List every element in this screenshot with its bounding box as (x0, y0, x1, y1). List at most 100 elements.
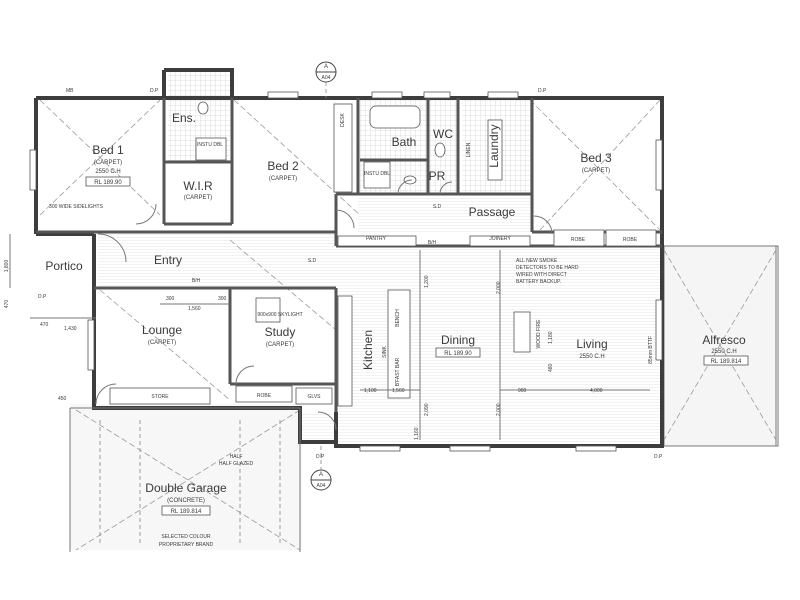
pantry-unit (337, 235, 417, 247)
dining-rl: RL 189.90 (444, 351, 472, 357)
smoke-note-2: DETECTORS TO BE HARD (516, 265, 579, 271)
room-laundry: Laundry (487, 124, 501, 167)
garage-colour: SELECTED COLOUR (161, 534, 211, 540)
half-glazed-label: HALF GLAZED (219, 461, 254, 467)
dim-1560b: 1,560 (392, 388, 405, 394)
skylight (255, 297, 281, 323)
room-lounge: Lounge (142, 323, 182, 337)
robe-label-1: ROBE (571, 237, 586, 243)
wc-toilet (434, 142, 446, 158)
ensuite-tile-top (168, 70, 230, 100)
bed1-ceiling: 2550 C.H (95, 169, 120, 175)
lounge-floor: (CARPET) (148, 340, 176, 346)
room-pr: PR (429, 169, 446, 183)
dimension-lines (9, 234, 650, 440)
dim-2000b: 2,000 (496, 403, 502, 416)
store-unit (109, 387, 211, 405)
study-robe (235, 385, 293, 403)
bath-inst: INSTU DBL (364, 171, 390, 177)
dim-1100: 1,100 (364, 388, 377, 394)
ensuite-shower (195, 137, 227, 161)
dim-1560: 1,560 (188, 306, 201, 312)
room-living: Living (576, 337, 607, 351)
wood-fire (513, 311, 531, 353)
bed1-floor: (CARPET) (94, 160, 122, 166)
dim-300a: 300 (166, 296, 175, 302)
bed2-floor: (CARPET) (269, 176, 297, 182)
smoke-note-3: WIRED WITH DIRECT (516, 272, 567, 278)
alfresco-rl: RL 189.814 (711, 359, 742, 365)
dim-4000: 4,000 (590, 388, 603, 394)
garage-rl: RL 189.814 (171, 509, 202, 515)
dp-1: D.P (150, 88, 159, 94)
study-floor: (CARPET) (266, 342, 294, 348)
bed1-rl-box (85, 176, 131, 187)
dim-1800: 1,800 (4, 260, 10, 273)
bath-shower (363, 161, 391, 189)
robe-2 (605, 229, 657, 247)
laundry-bench (487, 119, 503, 181)
living-ceiling: 2550 C.H (579, 354, 604, 360)
room-passage: Passage (469, 205, 516, 219)
bed3-floor: (CARPET) (582, 168, 610, 174)
wood-fire-label: WOOD FIRE (536, 319, 542, 349)
door-swings (95, 179, 553, 431)
smoke-note-1: ALL NEW SMOKE (516, 258, 558, 264)
bath-tub (369, 105, 421, 129)
bttf-label: 85mm BTTF (648, 336, 654, 364)
room-wc: WC (433, 127, 453, 141)
glvs-unit (295, 387, 333, 405)
dim-470b: 470 (40, 322, 49, 328)
smoke-note: ALL NEW SMOKE DETECTORS TO BE HARD WIRED… (516, 258, 579, 285)
fixtures (109, 101, 657, 407)
dp-4: D.P (316, 454, 325, 460)
bench-label: BENCH (395, 309, 401, 327)
pantry-label: PANTRY (366, 236, 386, 242)
dim-450: 450 (58, 396, 67, 402)
room-alfresco: Alfresco (702, 333, 746, 347)
passage-floor (358, 194, 534, 234)
garage-rl-box (161, 505, 211, 516)
meter-box: MB (66, 88, 74, 94)
passage-sd: S.D (433, 204, 442, 210)
dim-2000: 2,000 (496, 281, 502, 294)
ensuite-toilet (197, 101, 209, 115)
dim-470: 470 (4, 300, 10, 309)
dim-480: 480 (548, 363, 554, 372)
bh-label-2: B/H (428, 240, 437, 246)
dp-2: D.P (538, 88, 547, 94)
room-dining: Dining (441, 333, 475, 347)
sidelights-note: 300 WIDE SIDELIGHTS (49, 204, 104, 210)
room-bed3: Bed 3 (580, 151, 612, 165)
room-entry: Entry (154, 253, 182, 267)
glvs-label: GLVS (308, 394, 322, 400)
dim-1160: 1,160 (414, 427, 420, 440)
robe-label-3: ROBE (257, 393, 272, 399)
room-wir: W.I.R (183, 179, 213, 193)
dining-rl-box (435, 347, 481, 358)
dim-300b: 300 (218, 296, 227, 302)
kitchen-island (387, 289, 411, 399)
bed1-rl: RL 189.90 (94, 180, 122, 186)
windows (29, 91, 663, 452)
dim-2090: 2,090 (424, 403, 430, 416)
dim-1430: 1,430 (64, 326, 77, 332)
room-garage: Double Garage (145, 481, 227, 495)
dp-5: D.P (38, 294, 47, 300)
garage-floor: (CONCRETE) (167, 498, 205, 504)
desk-unit (333, 103, 353, 193)
room-bath: Bath (392, 135, 417, 149)
robe-1 (553, 229, 605, 247)
alfresco-ceiling: 2550 C.H (711, 349, 736, 355)
entry-floor (98, 232, 336, 288)
section-letter: A (324, 64, 328, 70)
study-skylight: 900x900 SKYLIGHT (257, 312, 302, 318)
entry-sd: S.D (308, 258, 317, 264)
room-bed2: Bed 2 (267, 159, 299, 173)
section-ref: A04 (322, 75, 331, 81)
bfast-label: B'FAST BAR (395, 357, 401, 386)
roof-diagonals (39, 99, 777, 551)
room-study: Study (265, 325, 296, 339)
robe-label-2: ROBE (623, 237, 638, 243)
